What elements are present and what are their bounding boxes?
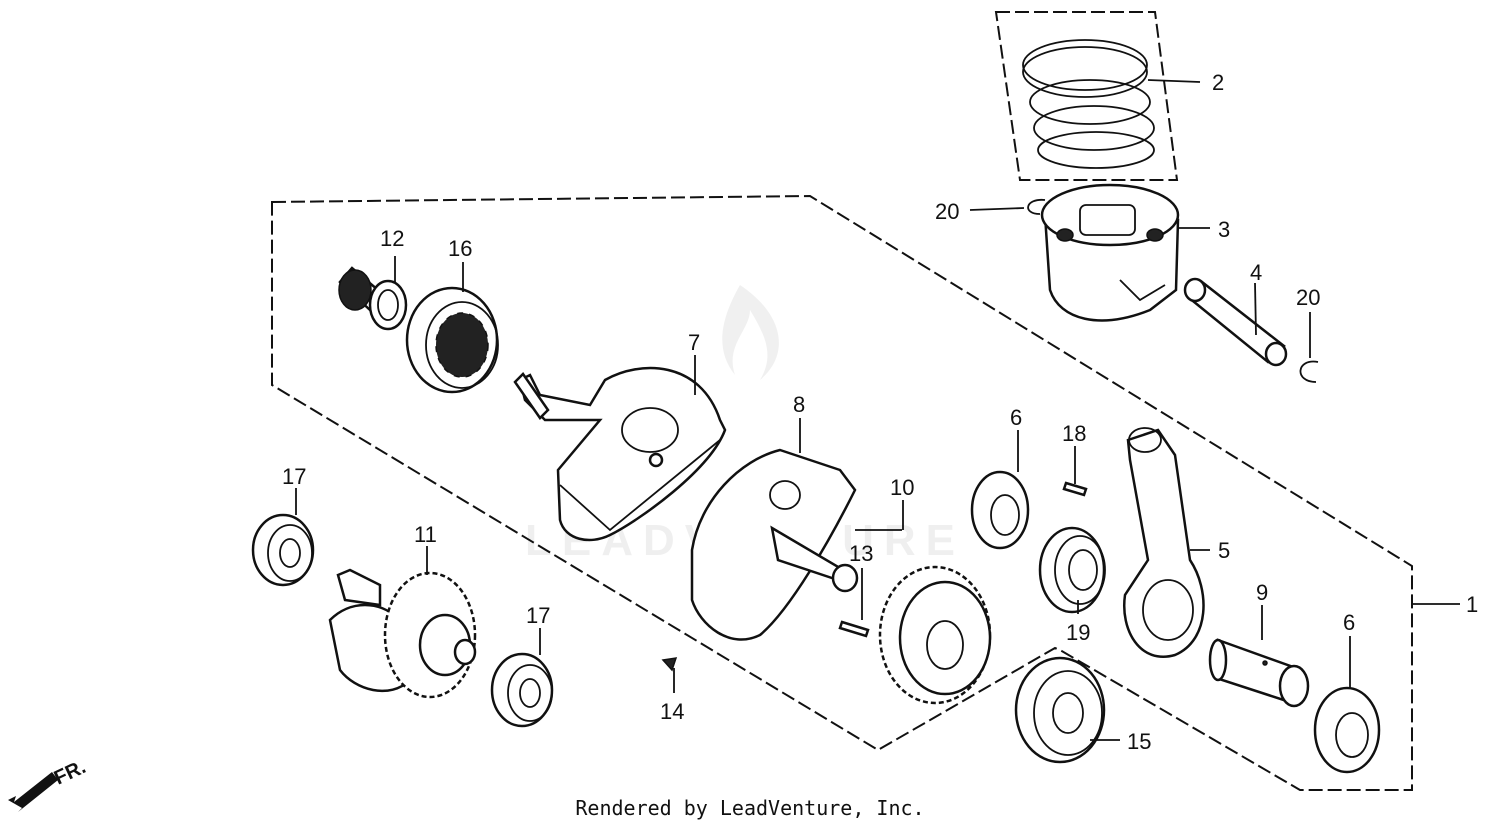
callout-14: 14 — [660, 699, 684, 724]
callout-8: 8 — [793, 392, 805, 417]
callout-6a: 6 — [1010, 405, 1022, 430]
piston-ring-set-outline — [994, 11, 1179, 181]
footer-credit: Rendered by LeadVenture, Inc. — [575, 796, 925, 820]
bearing-17-right[interactable] — [490, 652, 554, 728]
crankshaft-left-journal — [513, 372, 550, 420]
needle-bearing[interactable] — [1038, 526, 1106, 614]
bearing-17-left[interactable] — [251, 513, 315, 587]
crank-pin-dowel[interactable] — [1062, 481, 1088, 497]
callout-20b: 20 — [1296, 285, 1320, 310]
balancer-shaft[interactable] — [328, 568, 477, 699]
front-marker-label: FR. — [51, 756, 89, 790]
dowel-pin[interactable] — [838, 620, 870, 638]
leader-lines — [295, 79, 1460, 741]
primary-drive-gear[interactable] — [878, 565, 992, 705]
callout-19: 19 — [1066, 620, 1090, 645]
callout-17b: 17 — [526, 603, 550, 628]
callout-16: 16 — [448, 236, 472, 261]
callout-17a: 17 — [282, 464, 306, 489]
callout-10: 10 — [890, 475, 914, 500]
thrust-washer-upper[interactable] — [970, 470, 1030, 550]
thrust-washer-lower[interactable] — [1313, 686, 1381, 774]
front-arrow-icon — [8, 772, 58, 812]
crank-pin[interactable] — [1208, 638, 1310, 708]
callout-13: 13 — [849, 541, 873, 566]
crank-web-left[interactable] — [518, 366, 727, 542]
bearing-15[interactable] — [1014, 656, 1106, 764]
piston-pin-clip-right[interactable] — [1299, 360, 1319, 383]
woodruff-key[interactable] — [661, 657, 678, 672]
piston-rings[interactable] — [1022, 39, 1155, 169]
callout-4: 4 — [1250, 260, 1262, 285]
callout-12: 12 — [380, 226, 404, 251]
callout-1: 1 — [1466, 592, 1478, 617]
callout-9: 9 — [1256, 580, 1268, 605]
callout-5: 5 — [1218, 538, 1230, 563]
callout-labels: 1 2 3 4 5 6 6 7 8 9 10 11 12 13 14 15 16… — [282, 70, 1478, 754]
callout-2: 2 — [1212, 70, 1224, 95]
callout-20a: 20 — [935, 199, 959, 224]
cam-chain-sprocket[interactable] — [338, 266, 408, 331]
crank-web-right[interactable] — [690, 448, 859, 641]
crankshaft-assembly-outline — [271, 194, 1413, 791]
piston[interactable] — [1040, 183, 1180, 322]
connecting-rod[interactable] — [1123, 427, 1205, 658]
callout-6b: 6 — [1343, 610, 1355, 635]
callout-11: 11 — [414, 522, 437, 547]
piston-pin-clip-left[interactable] — [1027, 199, 1046, 215]
callout-15: 15 — [1127, 729, 1151, 754]
callout-7: 7 — [688, 330, 700, 355]
bearing-16[interactable] — [405, 286, 499, 394]
piston-pin[interactable] — [1183, 277, 1288, 367]
callout-18: 18 — [1062, 421, 1086, 446]
callout-3: 3 — [1218, 217, 1230, 242]
